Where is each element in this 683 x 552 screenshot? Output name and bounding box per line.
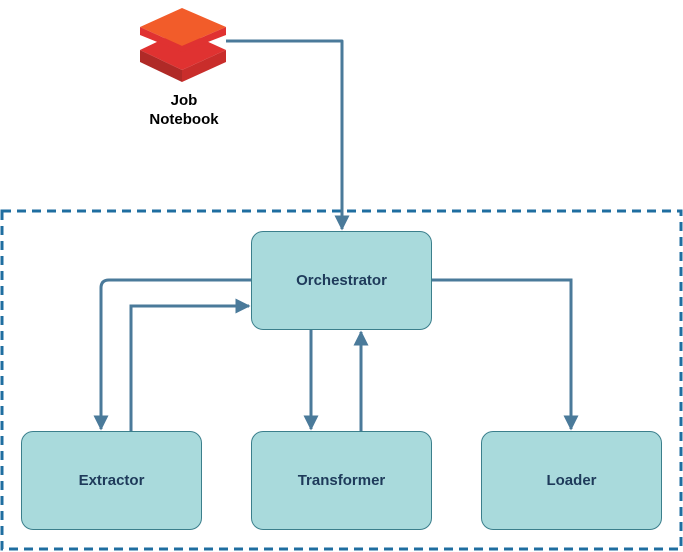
loader-node[interactable]: Loader bbox=[481, 431, 662, 530]
orchestrator-node[interactable]: Orchestrator bbox=[251, 231, 432, 330]
extractor-label: Extractor bbox=[78, 472, 145, 489]
job-label-line1: Job bbox=[170, 92, 198, 109]
arrow-job-to-orchestrator bbox=[226, 39, 350, 231]
arrow-orchestrator-to-extractor bbox=[93, 278, 251, 431]
databricks-logo-icon bbox=[140, 8, 226, 82]
job-notebook-label: Job Notebook bbox=[118, 91, 250, 129]
job-label-line2: Notebook bbox=[149, 111, 219, 128]
transformer-node[interactable]: Transformer bbox=[251, 431, 432, 530]
arrow-extractor-to-orchestrator bbox=[129, 298, 251, 431]
loader-label: Loader bbox=[546, 472, 597, 489]
arrow-orchestrator-to-loader bbox=[432, 278, 579, 431]
transformer-label: Transformer bbox=[297, 472, 386, 489]
group-boundary bbox=[0, 209, 683, 551]
extractor-node[interactable]: Extractor bbox=[21, 431, 202, 530]
orchestrator-label: Orchestrator bbox=[296, 272, 387, 289]
